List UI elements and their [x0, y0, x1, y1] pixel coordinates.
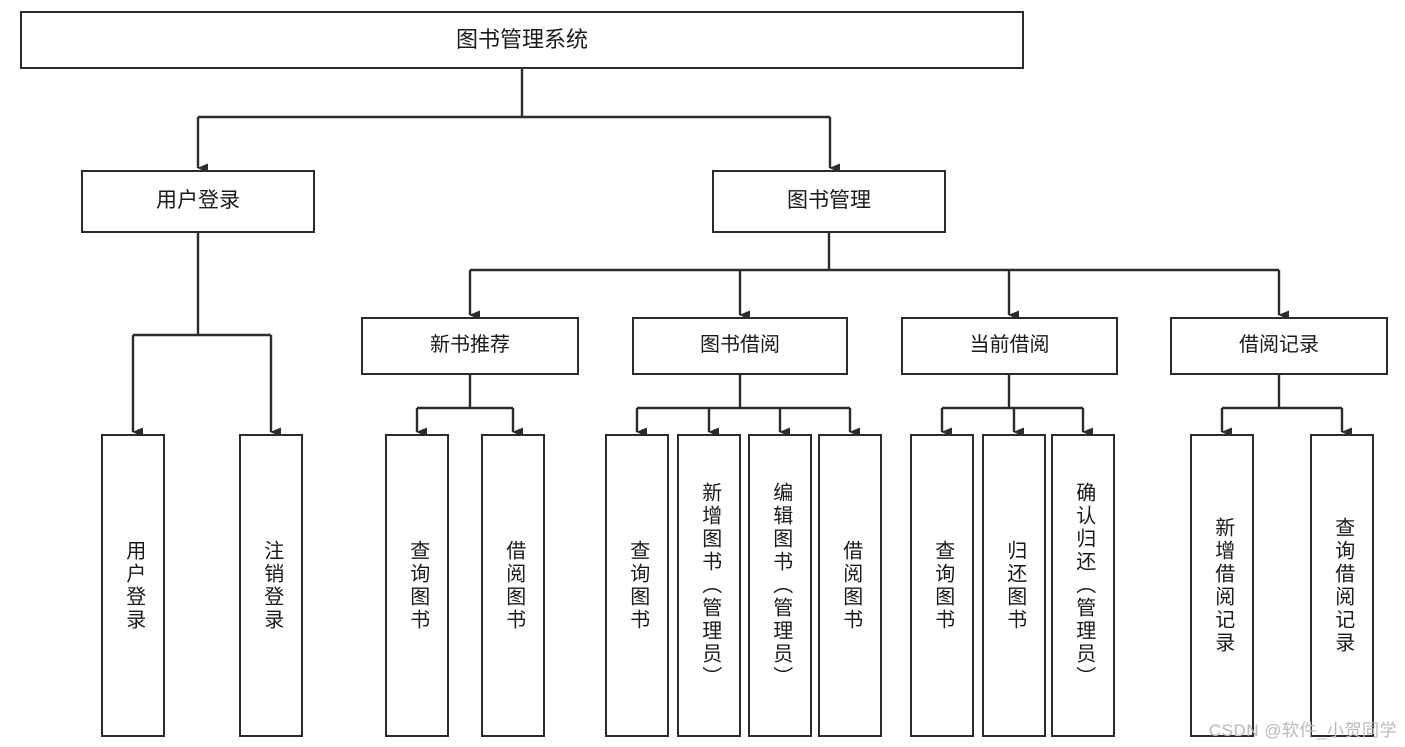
node-label: 借阅图书 — [502, 539, 525, 632]
node-label: 当前借阅 — [969, 334, 1050, 357]
node-label: 图书借阅 — [700, 334, 780, 357]
node-label: 查询图书 — [626, 539, 649, 632]
leaf-edit-book-admin[interactable]: 编辑图书（管理员） — [748, 434, 812, 737]
node-label: 新增图书（管理员） — [698, 482, 721, 689]
node-label: 借阅图书 — [839, 539, 862, 632]
csdn-watermark: CSDN @软件_小贺同学 — [1208, 721, 1397, 740]
node-label: 新书推荐 — [430, 334, 510, 357]
node-label: 用户登录 — [156, 189, 240, 213]
node-user-login[interactable]: 用户登录 — [81, 170, 315, 233]
leaf-query-book-current[interactable]: 查询图书 — [910, 434, 974, 737]
node-label: 查询借阅记录 — [1331, 516, 1354, 655]
node-label: 借阅记录 — [1239, 334, 1319, 357]
node-label: 确认归还（管理员） — [1072, 482, 1095, 689]
node-label: 查询图书 — [931, 539, 954, 632]
node-label: 新增借阅记录 — [1211, 516, 1234, 655]
node-book-borrowing[interactable]: 图书借阅 — [632, 317, 848, 375]
node-label: 归还图书 — [1003, 539, 1026, 632]
leaf-logout[interactable]: 注销登录 — [239, 434, 303, 737]
node-label: 用户登录 — [122, 539, 145, 632]
leaf-borrow-book[interactable]: 借阅图书 — [818, 434, 882, 737]
node-label: 图书管理系统 — [455, 27, 588, 53]
node-borrowing-record[interactable]: 借阅记录 — [1170, 317, 1388, 375]
node-book-management[interactable]: 图书管理 — [712, 170, 946, 233]
node-book-management-system[interactable]: 图书管理系统 — [20, 11, 1024, 69]
leaf-query-borrow-record[interactable]: 查询借阅记录 — [1310, 434, 1374, 737]
leaf-add-book-admin[interactable]: 新增图书（管理员） — [677, 434, 741, 737]
node-label: 查询图书 — [406, 539, 429, 632]
leaf-query-book-borrow[interactable]: 查询图书 — [605, 434, 669, 737]
node-current-borrowing[interactable]: 当前借阅 — [901, 317, 1118, 375]
node-new-book-recommendation[interactable]: 新书推荐 — [361, 317, 579, 375]
leaf-borrow-book-rec[interactable]: 借阅图书 — [481, 434, 545, 737]
leaf-user-login[interactable]: 用户登录 — [101, 434, 165, 737]
leaf-confirm-return-admin[interactable]: 确认归还（管理员） — [1051, 434, 1115, 737]
node-label: 编辑图书（管理员） — [769, 482, 792, 689]
node-label: 注销登录 — [260, 539, 283, 632]
leaf-query-book-rec[interactable]: 查询图书 — [385, 434, 449, 737]
leaf-return-book[interactable]: 归还图书 — [982, 434, 1046, 737]
node-label: 图书管理 — [787, 189, 871, 213]
leaf-add-borrow-record[interactable]: 新增借阅记录 — [1190, 434, 1254, 737]
